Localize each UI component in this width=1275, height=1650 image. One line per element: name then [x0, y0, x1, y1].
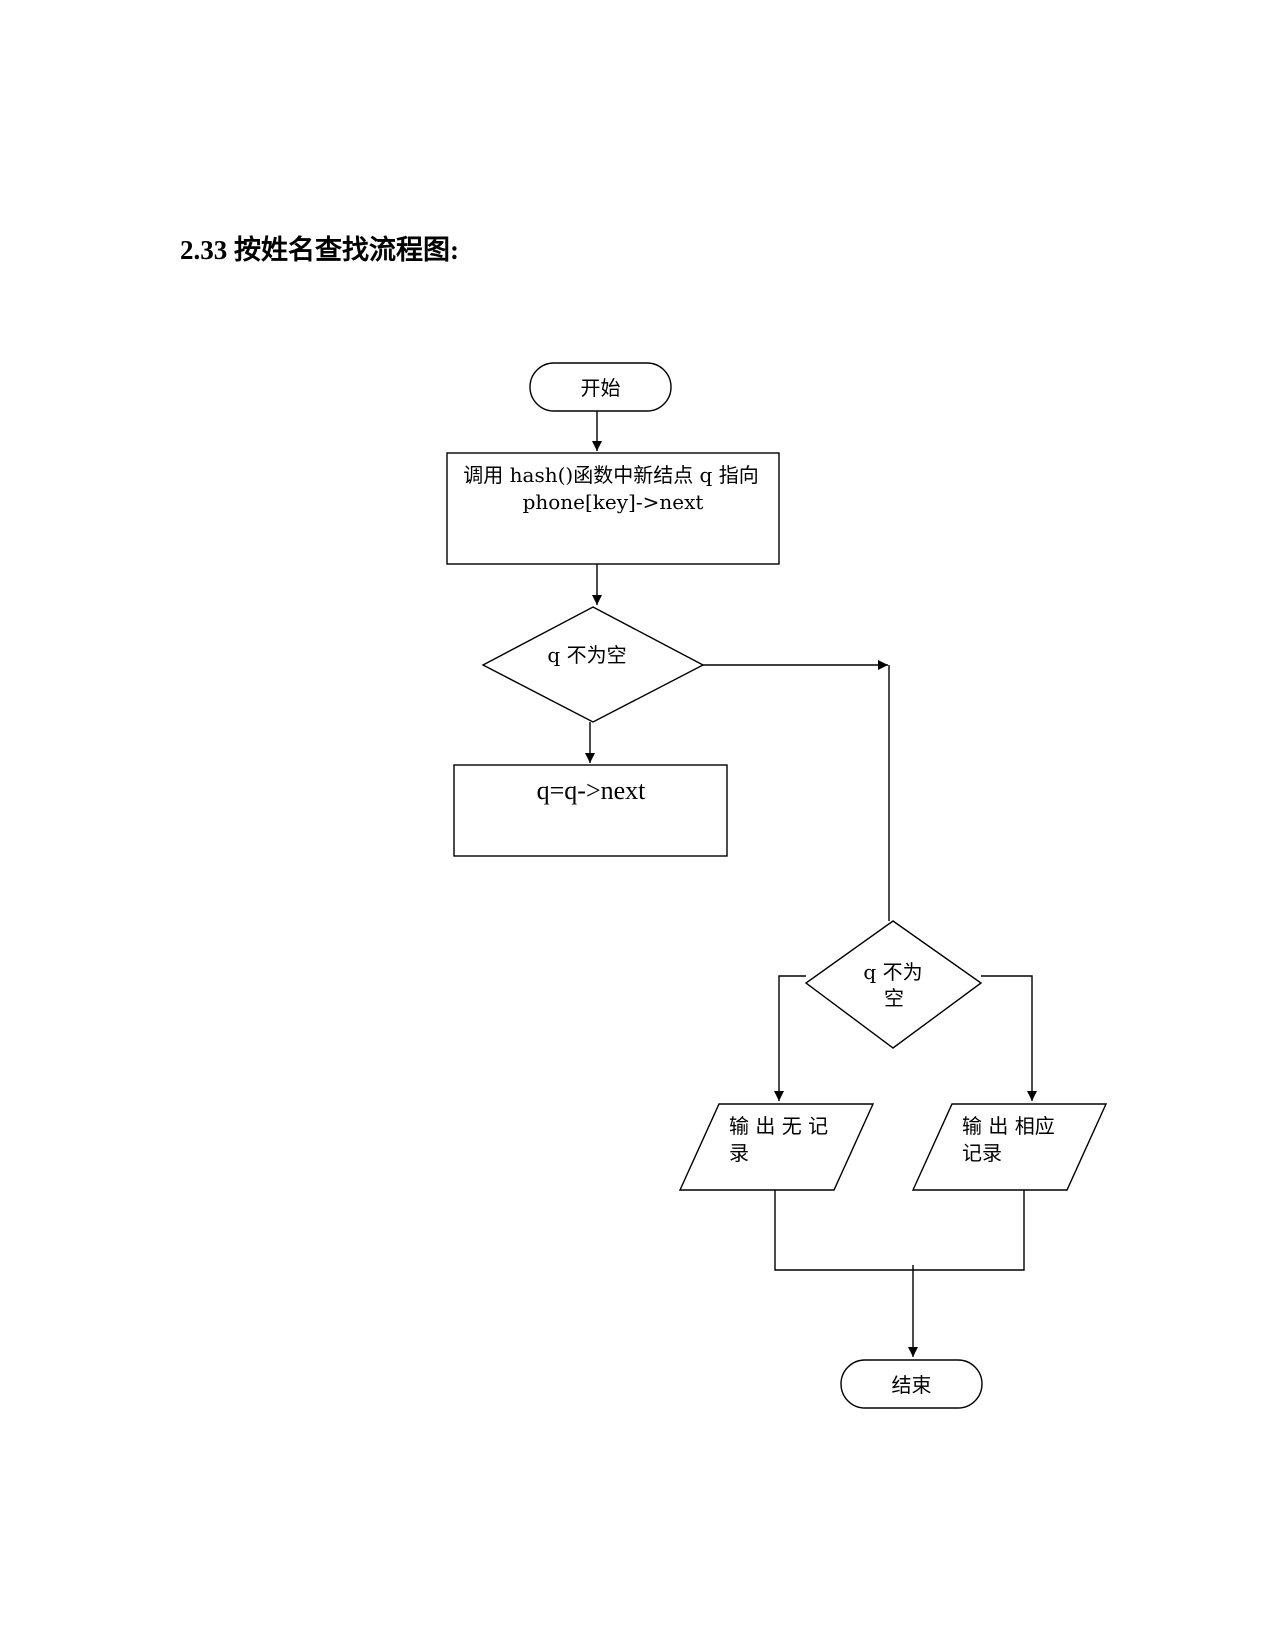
decision-1-label: q 不为空	[547, 643, 626, 667]
hash-call-process: 调用 hash()函数中新结点 q 指向 phone[key]->next	[446, 452, 780, 565]
decision-q-not-null-2: q 不为 空	[804, 920, 983, 1049]
output-record-label-line2: 记录	[962, 1141, 1002, 1165]
output-no-record-label-line2: 录	[729, 1141, 749, 1165]
start-label: 开始	[581, 376, 621, 400]
start-terminator: 开始	[529, 362, 672, 412]
output-record-label-line1: 输 出 相应	[962, 1114, 1055, 1138]
end-terminator: 结束	[840, 1359, 983, 1409]
hash-call-label-line2: phone[key]->next	[523, 490, 704, 514]
connector-decision2-left	[774, 975, 806, 1101]
hash-call-label-line1: 调用 hash()函数中新结点 q 指向	[463, 463, 758, 487]
output-record: 输 出 相应 记录	[911, 1103, 1108, 1191]
connector-decision2-right	[981, 975, 1037, 1101]
decision-2-label-line2: 空	[884, 986, 904, 1010]
connector-merge	[774, 1190, 1025, 1271]
decision-q-not-null-1: q 不为空	[481, 606, 705, 723]
advance-q-label: q=q->next	[537, 776, 647, 805]
page-heading: 2.33 按姓名查找流程图:	[180, 235, 459, 265]
advance-q-process: q=q->next	[453, 764, 728, 857]
output-no-record-label-line1: 输 出 无 记	[729, 1114, 828, 1138]
decision-2-label-line1: q 不为	[863, 960, 922, 984]
end-label: 结束	[892, 1373, 932, 1397]
output-no-record: 输 出 无 记 录	[678, 1103, 875, 1191]
